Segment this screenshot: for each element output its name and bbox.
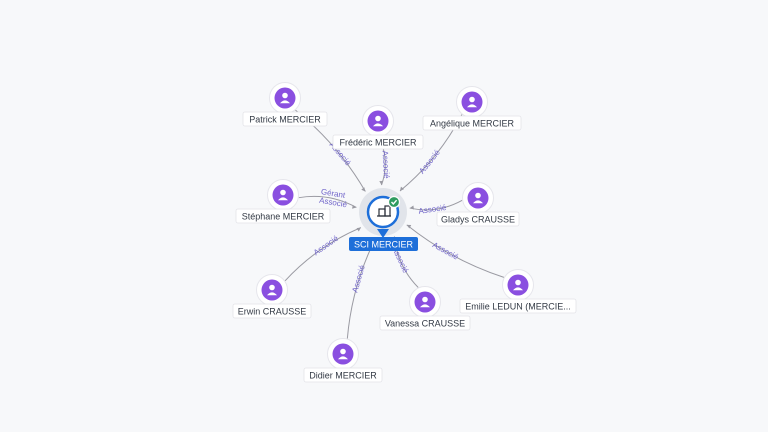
person-node[interactable]: Frédéric MERCIER — [332, 105, 424, 150]
center-pointer — [377, 229, 389, 238]
person-name: Didier MERCIER — [309, 371, 377, 381]
person-icon — [373, 115, 383, 127]
person-node[interactable]: Stéphane MERCIER — [235, 179, 331, 224]
relation-label: Associé — [381, 150, 392, 179]
person-icon — [513, 279, 523, 291]
person-icon — [338, 348, 348, 360]
person-name-box — [235, 208, 331, 224]
relation-edge — [298, 195, 357, 208]
relation-label: Associé — [431, 240, 460, 262]
edge-arrow — [361, 187, 366, 192]
person-name-box — [232, 303, 312, 319]
person-node[interactable]: Vanessa CRAUSSE — [379, 286, 471, 331]
check-icon — [387, 195, 401, 209]
center-label: SCI MERCIER — [354, 240, 414, 250]
person-name: Patrick MERCIER — [249, 115, 321, 125]
person-name-box — [379, 315, 471, 331]
person-icon — [278, 189, 288, 201]
person-icon — [467, 96, 477, 108]
person-node[interactable]: Gladys CRAUSSE — [436, 182, 520, 227]
person-node[interactable]: Patrick MERCIER — [242, 82, 328, 127]
person-name-box — [436, 211, 520, 227]
person-name: Frédéric MERCIER — [339, 138, 417, 148]
person-icon — [473, 192, 483, 204]
relation-label: Associé — [350, 264, 366, 294]
person-icon — [280, 92, 290, 104]
person-name: Erwin CRAUSSE — [238, 307, 307, 317]
relation-edge — [409, 199, 463, 211]
person-name-box — [303, 367, 383, 383]
edge-arrow — [352, 204, 357, 209]
person-name-box — [422, 115, 522, 131]
person-nodes-layer: Patrick MERCIER Frédéric MERCIER Angélique… — [232, 82, 577, 383]
person-name: Stéphane MERCIER — [242, 212, 325, 222]
person-name-box — [459, 298, 577, 314]
person-name: Emilie LEDUN (MERCIE... — [465, 302, 571, 312]
relation-edge — [284, 227, 362, 282]
edge-arrow — [379, 180, 384, 186]
edge-arrow — [406, 224, 412, 229]
person-node[interactable]: Angélique MERCIER — [422, 86, 522, 131]
person-name: Angélique MERCIER — [430, 119, 515, 129]
person-node[interactable]: Emilie LEDUN (MERCIE... — [459, 269, 577, 314]
building-icon — [377, 205, 391, 217]
person-name-box — [332, 134, 424, 150]
person-name: Vanessa CRAUSSE — [385, 319, 465, 329]
relation-label: Associé — [417, 148, 442, 176]
person-icon — [267, 284, 277, 296]
edge-arrow — [409, 205, 414, 210]
person-node[interactable]: Didier MERCIER — [303, 338, 383, 383]
person-name: Gladys CRAUSSE — [441, 215, 515, 225]
edge-arrow — [356, 227, 361, 232]
person-name-box — [242, 111, 328, 127]
center-label-box — [349, 237, 418, 251]
center-node[interactable]: SCI MERCIER — [349, 188, 418, 251]
person-icon — [420, 296, 430, 308]
relation-edge — [406, 224, 505, 278]
person-node[interactable]: Erwin CRAUSSE — [232, 274, 312, 319]
edge-arrow — [399, 186, 405, 192]
relation-label: Associé — [312, 233, 341, 257]
relation-label: Gérant — [320, 187, 346, 200]
